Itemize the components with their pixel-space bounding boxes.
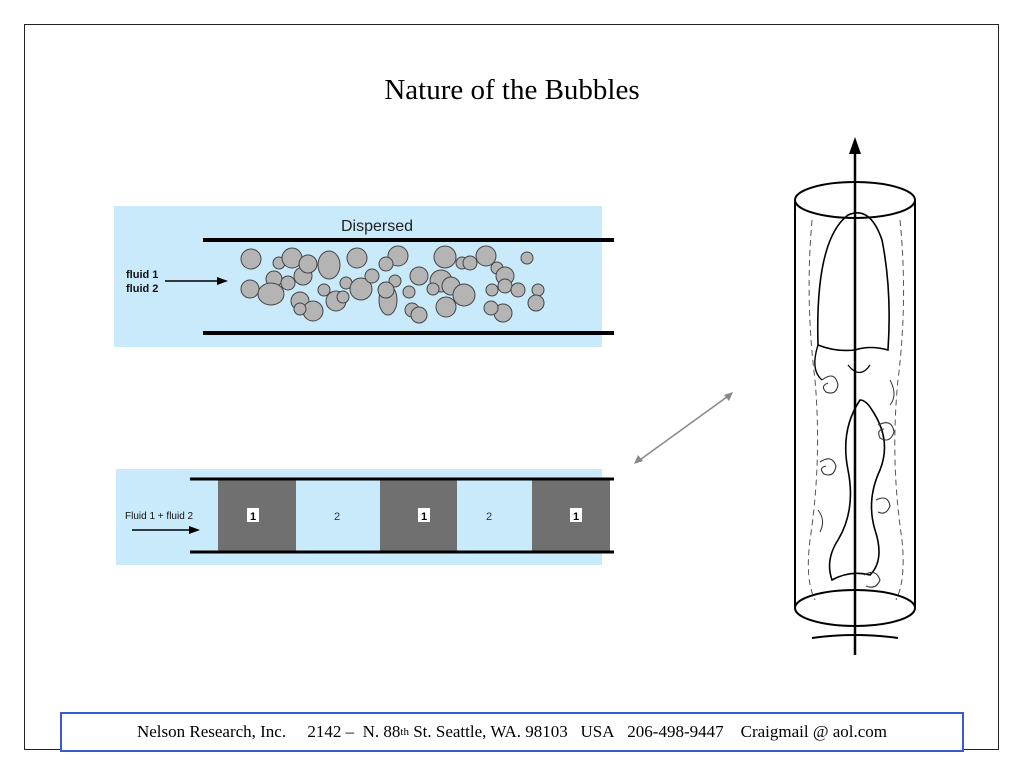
bubble (346, 247, 368, 269)
double-arrow-connector (634, 392, 733, 464)
bubble (527, 294, 545, 312)
footer-email: Craigmail @ aol.com (740, 722, 888, 741)
footer-phone: 206-498-9447 (627, 722, 724, 741)
slug-flow-panel: 1 2 1 2 1 Fluid 1 + fluid 2 (116, 469, 614, 565)
slug-inlet-arrowhead (189, 526, 200, 534)
bubble (364, 268, 380, 284)
segment-label: 1 (250, 511, 256, 523)
segment-label: 1 (573, 511, 579, 523)
bubble (377, 281, 395, 299)
segment-label: 1 (421, 511, 427, 523)
bubble (298, 254, 318, 274)
tube-axis-arrowhead (849, 137, 861, 154)
bubble (497, 278, 513, 294)
segment-label: 2 (334, 511, 340, 523)
bubble (435, 296, 457, 318)
bubble (510, 282, 526, 298)
bubble (426, 282, 440, 296)
footer-address-suffix: th (400, 726, 409, 738)
bubble (387, 245, 409, 267)
bubble (483, 300, 499, 316)
bubble (452, 283, 476, 307)
slug-panel-background (116, 469, 602, 565)
bubble (410, 306, 428, 324)
bubble (520, 251, 534, 265)
slug-inlet-label: Fluid 1 + fluid 2 (125, 511, 194, 522)
bubble (240, 279, 260, 299)
footer-address-rest: St. Seattle, WA. 98103 USA (408, 722, 615, 741)
footer-address-number: 2142 – N. 88 (307, 722, 401, 741)
slide-title: Nature of the Bubbles (384, 74, 640, 106)
segment-label-box (247, 508, 259, 522)
bubble (293, 302, 307, 316)
dispersed-flow-panel: Dispersed fluid 1 fluid 2 (114, 206, 614, 347)
bubble (485, 283, 499, 297)
bubble (280, 275, 296, 291)
bubble (475, 245, 497, 267)
segment-label: 2 (486, 511, 492, 523)
segment-label-box (418, 508, 430, 522)
segment-label-box (570, 508, 582, 522)
dispersed-label: Dispersed (341, 218, 413, 235)
bubble (257, 282, 285, 306)
bubble (402, 285, 416, 299)
bubble (240, 248, 262, 270)
bubble (317, 250, 341, 280)
fluid-1-label: fluid 1 (126, 269, 158, 281)
bubble (349, 277, 373, 301)
bubbles-group (240, 245, 545, 324)
bubble (409, 266, 429, 286)
bubble (433, 245, 457, 269)
dispersed-panel-background (114, 206, 602, 347)
bubble (531, 283, 545, 297)
fluid-2-label: fluid 2 (126, 283, 158, 295)
dispersed-inlet-arrowhead (217, 277, 228, 285)
bubble (462, 255, 478, 271)
bubble (336, 290, 350, 304)
bubble (317, 283, 331, 297)
footer-company: Nelson Research, Inc. (136, 722, 287, 741)
vertical-tube-illustration (794, 137, 916, 655)
bubble (378, 256, 394, 272)
